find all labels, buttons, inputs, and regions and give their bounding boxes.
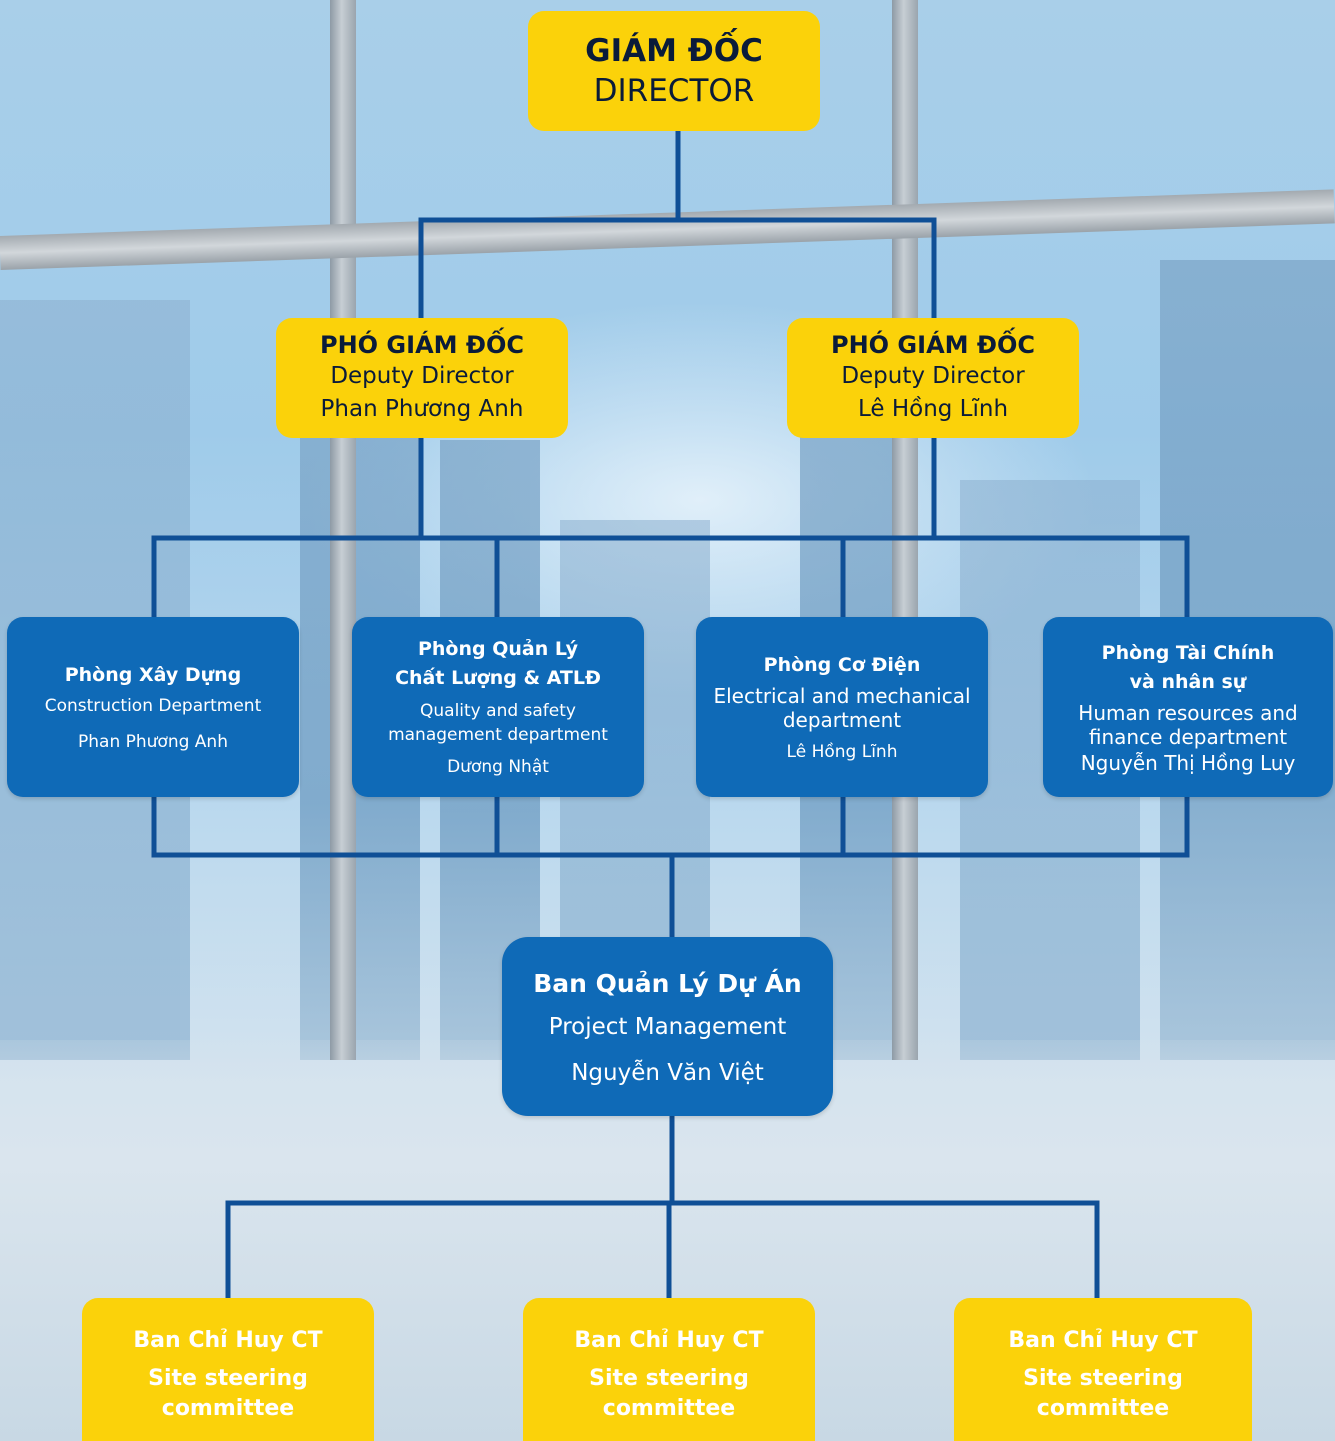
department-description-line2: department xyxy=(782,707,902,732)
department-box-quality-safety: Phòng Quản Lý Chất Lượng & ATLĐ Quality … xyxy=(352,617,644,797)
department-description: Construction Department xyxy=(44,695,262,716)
site-committee-box-2: Ban Chỉ Huy CT Site steering committee xyxy=(523,1298,815,1441)
site-committee-line3: committee xyxy=(1036,1396,1170,1421)
deputy-director-box-2: PHÓ GIÁM ĐỐC Deputy Director Lê Hồng Lĩn… xyxy=(787,318,1079,438)
department-description: Electrical and mechanical xyxy=(713,683,971,708)
department-title-line2: và nhân sự xyxy=(1129,671,1247,693)
site-committee-line3: committee xyxy=(602,1396,736,1421)
window-mullion xyxy=(330,0,356,1060)
site-committee-line2: Site steering xyxy=(589,1366,749,1391)
deputy-role: Deputy Director xyxy=(841,363,1025,389)
site-committee-title: Ban Chỉ Huy CT xyxy=(133,1328,323,1353)
department-head-name: Dương Nhật xyxy=(447,757,549,777)
department-box-hr-finance: Phòng Tài Chính và nhân sự Human resourc… xyxy=(1043,617,1333,797)
deputy-name: Lê Hồng Lĩnh xyxy=(857,396,1009,422)
site-committee-line3: committee xyxy=(161,1396,295,1421)
department-description-line2: finance department xyxy=(1088,725,1288,749)
site-committee-title: Ban Chỉ Huy CT xyxy=(1008,1328,1198,1353)
director-subtitle: DIRECTOR xyxy=(593,73,755,109)
site-committee-title: Ban Chỉ Huy CT xyxy=(574,1328,764,1353)
deputy-title: PHÓ GIÁM ĐỐC xyxy=(320,331,524,359)
department-box-construction: Phòng Xây Dựng Construction Department P… xyxy=(7,617,299,797)
department-title: Phòng Quản Lý xyxy=(417,638,579,660)
site-committee-line2: Site steering xyxy=(148,1366,308,1391)
department-description: Human resources and xyxy=(1078,701,1298,725)
department-title: Phòng Xây Dựng xyxy=(64,663,242,686)
deputy-director-box-1: PHÓ GIÁM ĐỐC Deputy Director Phan Phương… xyxy=(276,318,568,438)
project-management-box: Ban Quản Lý Dự Án Project Management Ngu… xyxy=(502,937,833,1116)
department-title-line2: Chất Lượng & ATLĐ xyxy=(395,667,601,689)
department-title: Phòng Cơ Điện xyxy=(763,653,921,676)
project-management-subtitle: Project Management xyxy=(548,1013,787,1040)
director-title: GIÁM ĐỐC xyxy=(585,33,763,69)
department-head-name: Nguyễn Thị Hồng Luy xyxy=(1080,751,1296,775)
department-head-name: Phan Phương Anh xyxy=(78,731,228,752)
department-head-name: Lê Hồng Lĩnh xyxy=(786,741,898,762)
department-description: Quality and safety xyxy=(420,701,576,721)
deputy-name: Phan Phương Anh xyxy=(320,396,524,422)
department-title: Phòng Tài Chính xyxy=(1101,642,1275,664)
site-committee-box-3: Ban Chỉ Huy CT Site steering committee xyxy=(954,1298,1252,1441)
project-management-name: Nguyễn Văn Việt xyxy=(571,1059,764,1086)
department-box-electrical-mechanical: Phòng Cơ Điện Electrical and mechanical … xyxy=(696,617,988,797)
deputy-role: Deputy Director xyxy=(330,363,514,389)
window-mullion xyxy=(892,0,918,1060)
department-description-line2: management department xyxy=(388,725,608,745)
director-box: GIÁM ĐỐC DIRECTOR xyxy=(528,11,820,131)
site-committee-box-1: Ban Chỉ Huy CT Site steering committee xyxy=(82,1298,374,1441)
deputy-title: PHÓ GIÁM ĐỐC xyxy=(831,331,1035,359)
project-management-title: Ban Quản Lý Dự Án xyxy=(533,968,802,998)
site-committee-line2: Site steering xyxy=(1023,1366,1183,1391)
